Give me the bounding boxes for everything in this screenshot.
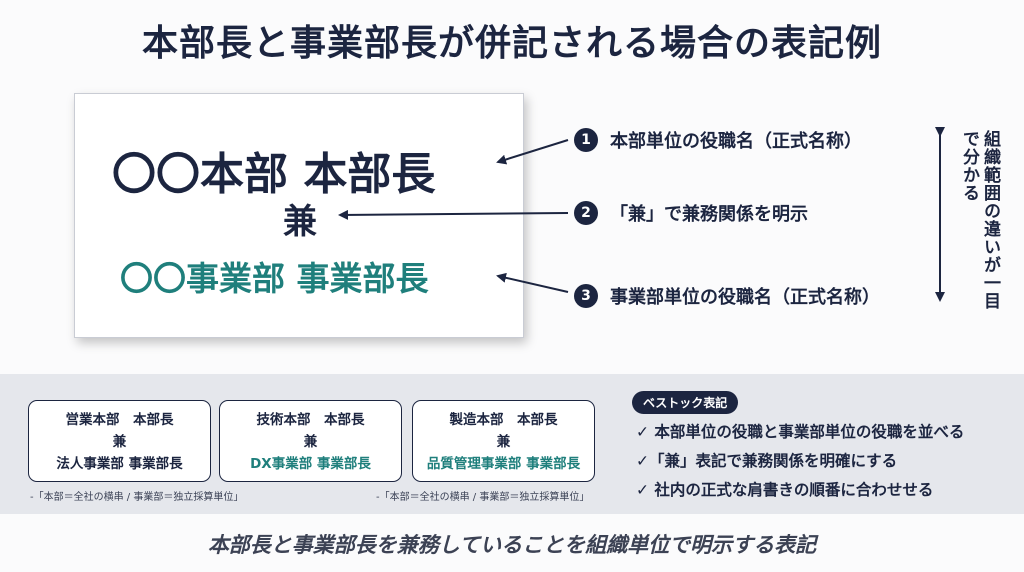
example-card-1: 営業本部 本部長 兼 法人事業部 事業部長 xyxy=(28,400,211,482)
example-3-division: 品質管理事業部 事業部長 xyxy=(426,456,581,472)
scope-note: 組織範囲の違いが一目で分かる xyxy=(959,130,1000,310)
bottom-caption: 本部長と事業部長を兼務していることを組織単位で明示する表記 xyxy=(207,533,817,557)
example-2-concurrent-mark: 兼 xyxy=(303,434,318,450)
footnote-1: -「本部＝全社の横串 / 事業部＝独立採算単位」 xyxy=(30,492,244,503)
best-practice-badge: ベストック表記 xyxy=(632,391,739,414)
best-practice-item-1: ✓ 本部単位の役職と事業部単位の役職を並べる xyxy=(636,423,965,441)
example-3-headquarters: 製造本部 本部長 xyxy=(449,412,558,428)
example-card-2: 技術本部 本部長 兼 DX事業部 事業部長 xyxy=(219,400,402,482)
callout-label-1: 本部単位の役職名（正式名称） xyxy=(610,131,862,152)
example-2-division: DX事業部 事業部長 xyxy=(250,456,371,472)
callout-number-1: 1 xyxy=(574,128,598,152)
example-2-headquarters: 技術本部 本部長 xyxy=(256,412,365,428)
example-1-headquarters: 営業本部 本部長 xyxy=(65,412,174,428)
best-practice-item-2: ✓「兼」表記で兼務関係を明確にする xyxy=(636,452,898,470)
card-concurrent-mark: 兼 xyxy=(283,202,317,242)
example-1-concurrent-mark: 兼 xyxy=(112,434,127,450)
callout-number-3: 3 xyxy=(574,284,598,308)
card-division-title: 〇〇事業部 事業部長 xyxy=(120,259,429,298)
best-practice-item-3: ✓ 社内の正式な肩書きの順番に合わせせる xyxy=(636,481,934,499)
callout-label-3: 事業部単位の役職名（正式名称） xyxy=(610,287,880,308)
page-title: 本部長と事業部長が併記される場合の表記例 xyxy=(141,23,882,64)
callout-number-2: 2 xyxy=(574,201,598,225)
footnote-2: -「本部＝全社の横串 / 事業部＝独立採算単位」 xyxy=(376,492,590,503)
callout-label-2: 「兼」で兼務関係を明示 xyxy=(610,204,808,225)
card-headquarters-title: 〇〇本部 本部長 xyxy=(112,149,436,200)
example-1-division: 法人事業部 事業部長 xyxy=(56,456,183,472)
example-3-concurrent-mark: 兼 xyxy=(496,434,511,450)
example-card-3: 製造本部 本部長 兼 品質管理事業部 事業部長 xyxy=(412,400,595,482)
